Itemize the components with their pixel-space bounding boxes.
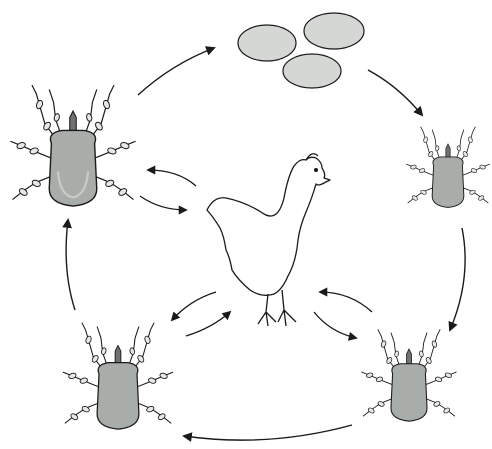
deutonymph-mite-icon: [63, 323, 173, 429]
arrow-adult-to-eggs: [138, 48, 214, 95]
arrow-protonymph-to-deutonymph: [184, 425, 352, 440]
chicken-icon: [207, 154, 330, 326]
arrow-deutonymph-to-adult: [66, 220, 75, 310]
egg-cluster-icon: [238, 13, 364, 88]
larva-mite-icon: [406, 127, 490, 208]
host-arrows: [140, 170, 372, 338]
protonymph-mite-icon: [361, 329, 456, 421]
arrow-eggs-to-larva: [368, 70, 422, 115]
arrow-larva-to-protonymph: [450, 228, 465, 330]
adult-mite-icon: [10, 85, 135, 206]
